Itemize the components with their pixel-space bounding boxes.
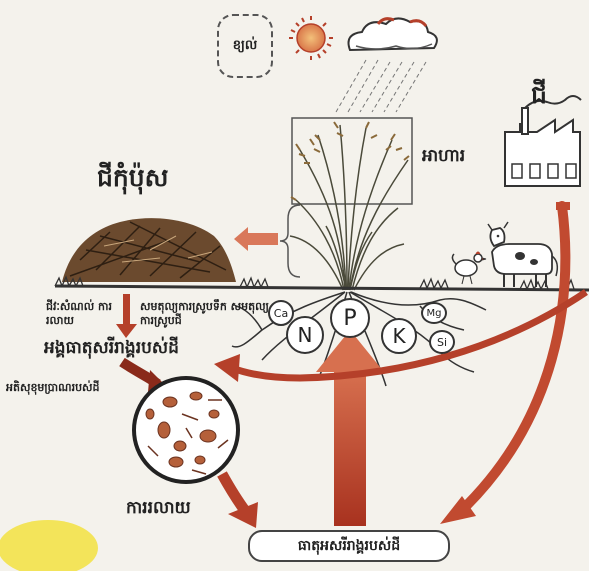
- compost-label: ជីកុំប៉ុស: [97, 165, 168, 190]
- food-label: អាហារ: [422, 148, 465, 165]
- nutrient-node-mg: Mg: [421, 302, 447, 324]
- nutrient-node-k: K: [381, 318, 417, 354]
- factory-icon: [505, 96, 581, 186]
- highlight-mark: [0, 520, 98, 571]
- sun-icon: [289, 16, 333, 60]
- decomposed-fertilizer-label: ជីវៈសំណល់ ការរលាយ: [46, 300, 122, 328]
- microbe-circle-icon: [134, 378, 238, 482]
- cow-icon: [488, 222, 557, 287]
- rice-grains: [291, 122, 409, 200]
- wind-label: ខ្យល់: [217, 14, 273, 78]
- equilibrium-label: សមតុល្យការស្រូបទឹក សមតុល្យការស្រូបជី: [140, 300, 270, 328]
- compost-pile-icon: [62, 218, 236, 282]
- rain-lines: [336, 60, 426, 112]
- soil-microbes-label: អតិសុខុមប្រាណរបស់ដី: [6, 382, 100, 393]
- rice-plant-icon: [290, 125, 408, 290]
- nutrient-node-p: P: [330, 298, 370, 338]
- chicken-icon: [452, 252, 486, 284]
- nutrient-node-si: Si: [429, 330, 455, 354]
- arrow-microbes-to-inorganic: [222, 474, 258, 528]
- food-frame: [292, 118, 412, 204]
- nutrient-node-n: N: [286, 316, 324, 354]
- soil-organic-label: អង្គធាតុសរីរាង្គរបស់ដី: [44, 340, 179, 357]
- arrow-up-to-roots: [316, 330, 384, 526]
- cloud-icon: [349, 18, 437, 50]
- dissolution-label: ការរលាយ: [126, 500, 191, 517]
- inorganic-matter-box: ធាតុអសរីរាង្គរបស់ដី: [248, 530, 450, 562]
- arrow-to-compost: [234, 227, 278, 251]
- plant-bracket: [280, 205, 300, 277]
- fertilizer-label: ជី: [531, 82, 547, 107]
